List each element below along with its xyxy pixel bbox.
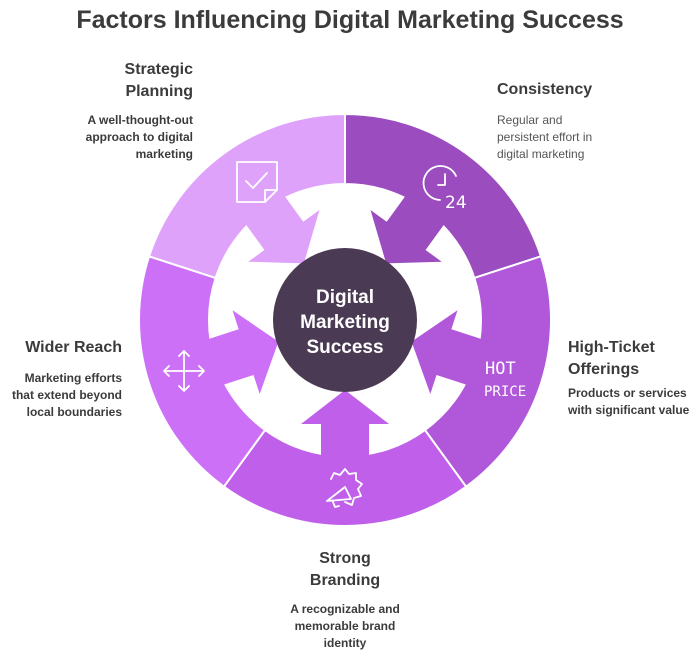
clock-24-icon: 24 [422, 165, 467, 213]
desc-line: memorable brand [294, 619, 396, 633]
arrow-high-ticket-offerings [411, 310, 488, 394]
center-line: Digital [315, 287, 375, 308]
checklist-note-icon [236, 161, 278, 203]
arrow-strategic-planning [242, 191, 320, 264]
desc-line: A recognizable and [290, 602, 400, 616]
move-arrows-icon [163, 350, 205, 392]
desc-line: identity [323, 636, 367, 650]
factor-desc-consistency: Regular and persistent effort in digital… [497, 112, 592, 163]
title-line: Consistency [497, 81, 593, 98]
center-line: Success [306, 337, 384, 358]
price-text: PRICE [484, 384, 526, 400]
desc-line: that extend beyond [11, 388, 122, 402]
title-line: Wider Reach [25, 339, 122, 356]
title-line: Strong [319, 550, 371, 567]
desc-line: local boundaries [26, 405, 122, 419]
hot-price-icon: HOT PRICE [484, 359, 526, 400]
factor-desc-wider-reach: Marketing efforts that extend beyond loc… [12, 370, 122, 421]
title-line: Strategic [124, 61, 193, 78]
desc-line: persistent effort in [497, 130, 593, 144]
diagram-title: Factors Influencing Digital Marketing Su… [76, 6, 624, 34]
desc-line: marketing [135, 147, 193, 161]
arrow-consistency [370, 191, 448, 264]
desc-line: Regular and [497, 113, 563, 127]
center-label: Digital Marketing Success [275, 285, 415, 360]
factor-title-wider-reach: Wider Reach [25, 337, 122, 359]
factor-title-consistency: Consistency [497, 79, 592, 101]
desc-line: with significant value [568, 403, 690, 417]
center-circle [273, 248, 417, 392]
arrow-strong-branding [301, 390, 389, 462]
title-line: High-Ticket [568, 339, 655, 356]
segment-strategic-planning [147, 112, 346, 280]
center-line: Marketing [300, 312, 390, 333]
desc-line: approach to digital [85, 130, 193, 144]
factor-title-strategic-planning: Strategic Planning [125, 59, 193, 103]
desc-line: Marketing efforts [24, 371, 122, 385]
factor-desc-high-ticket-offerings: Products or services with significant va… [568, 385, 689, 419]
factor-title-high-ticket-offerings: High-Ticket Offerings [568, 337, 655, 381]
megaphone-badge-icon [326, 468, 363, 508]
clock-24-text: 24 [445, 193, 467, 213]
title-line: Planning [125, 83, 193, 100]
factor-title-strong-branding: Strong Branding [245, 548, 445, 592]
desc-line: digital marketing [497, 147, 585, 161]
arrow-wider-reach [202, 310, 279, 394]
factor-desc-strong-branding: A recognizable and memorable brand ident… [245, 601, 445, 652]
hot-text: HOT [485, 359, 516, 379]
title-line: Offerings [568, 361, 640, 378]
title-line: Branding [309, 572, 381, 589]
factor-desc-strategic-planning: A well-thought-out approach to digital m… [86, 112, 193, 163]
desc-line: Products or services [568, 386, 687, 400]
desc-line: A well-thought-out [87, 113, 193, 127]
